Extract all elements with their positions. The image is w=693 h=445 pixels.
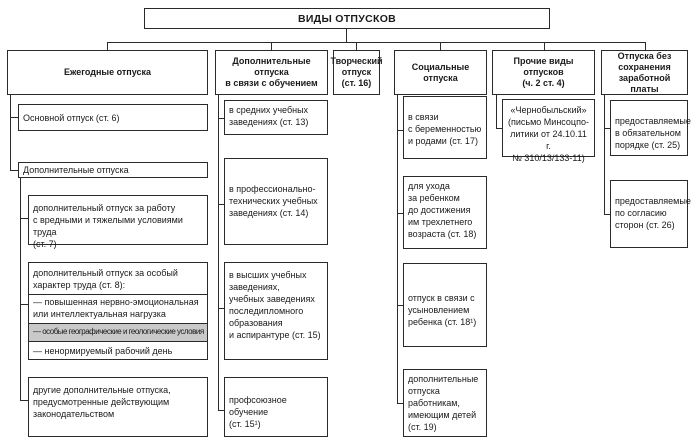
header-social: Социальные отпуска	[394, 50, 487, 95]
connector	[20, 178, 21, 400]
connector	[107, 42, 108, 50]
connector	[20, 304, 28, 305]
connector	[20, 218, 28, 219]
social-children-box: дополнительные отпуска работникам, имеющ…	[403, 369, 487, 437]
connector	[397, 130, 403, 131]
connector	[604, 95, 605, 215]
connector	[496, 95, 497, 129]
connector	[218, 95, 219, 411]
unpaid-mandatory-box: предоставляемые в обязательном порядке (…	[610, 100, 691, 156]
header-study: Дополнительные отпуска в связи с обучени…	[215, 50, 328, 95]
social-pregnancy-box: в связи с беременностью и родами (ст. 17…	[403, 96, 487, 159]
connector	[544, 42, 545, 50]
additional-leave-box: Дополнительные отпуска	[18, 162, 208, 178]
other-additional-box: другие дополнительные отпуска, предусмот…	[28, 377, 208, 437]
header-unpaid: Отпуска без сохранения заработной платы	[601, 50, 688, 95]
connector	[397, 95, 398, 404]
divider	[29, 323, 207, 324]
chernobyl-leave-box: «Чернобыльский» (письмо Минсоцпо- литики…	[502, 99, 595, 163]
study-union-box: профсоюзное обучение (ст. 15¹)	[224, 377, 328, 437]
connector	[397, 305, 403, 306]
connector	[10, 170, 18, 171]
connector	[10, 95, 11, 171]
connector	[604, 214, 610, 215]
connector	[346, 29, 347, 42]
harmful-conditions-box: дополнительный отпуск за работу с вредны…	[28, 195, 208, 249]
diagram-title: ВИДЫ ОТПУСКОВ	[144, 8, 550, 29]
connector	[397, 403, 403, 404]
connector	[218, 118, 224, 119]
connector	[10, 117, 18, 118]
connector	[20, 400, 28, 401]
unpaid-agreement-box: предоставляемые по согласию сторон (ст. …	[610, 180, 691, 248]
connector	[218, 410, 224, 411]
connector	[440, 42, 441, 50]
connector	[218, 204, 224, 205]
divider	[29, 294, 207, 295]
connector	[397, 213, 403, 214]
main-leave-box: Основной отпуск (ст. 6)	[18, 104, 208, 131]
special-item-3: — ненормируемый рабочий день	[33, 346, 173, 356]
special-character-box: дополнительный отпуск за особый характер…	[28, 262, 208, 360]
study-vocational-box: в профессионально- технических учебных з…	[224, 158, 328, 245]
study-higher-box: в высших учебных заведениях, учебных зав…	[224, 262, 328, 360]
connector	[107, 42, 645, 43]
social-childcare-box: для ухода за ребенком до достижения им т…	[403, 176, 487, 249]
study-secondary-box: в средних учебных заведениях (ст. 13)	[224, 100, 328, 135]
header-other: Прочие виды отпусков (ч. 2 ст. 4)	[492, 50, 595, 95]
special-item-2-shade	[29, 324, 207, 341]
special-character-intro: дополнительный отпуск за особый характер…	[33, 268, 178, 290]
divider	[29, 341, 207, 342]
special-item-2: — особые географические и геологические …	[33, 327, 204, 336]
special-item-1: — повышенная нервно-эмоциональная или ин…	[33, 297, 199, 319]
social-adoption-box: отпуск в связи с усыновлением ребенка (с…	[403, 263, 487, 347]
connector	[271, 42, 272, 50]
header-annual: Ежегодные отпуска	[7, 50, 208, 95]
connector	[645, 42, 646, 50]
header-creative: Творческий отпуск (ст. 16)	[330, 50, 383, 95]
connector	[356, 42, 357, 50]
connector	[604, 128, 610, 129]
connector	[496, 128, 502, 129]
connector	[218, 308, 224, 309]
